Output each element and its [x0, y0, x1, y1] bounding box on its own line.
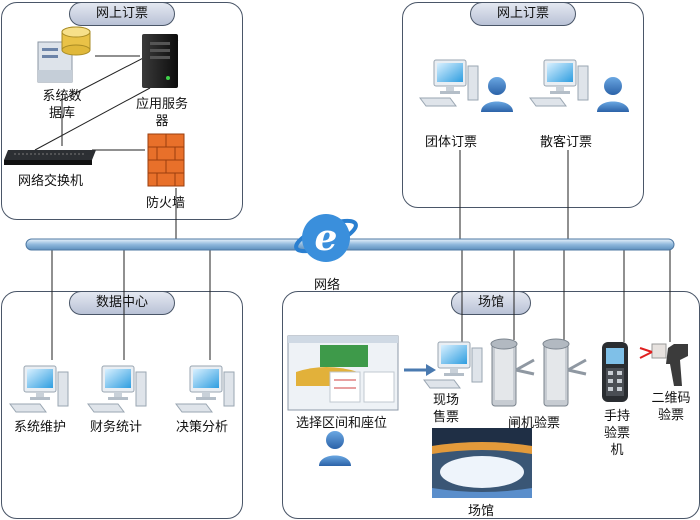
panel-title: 网上订票	[469, 2, 577, 26]
individual-booking-user-icon	[597, 77, 629, 112]
label-individual-booking: 散客订票	[540, 135, 593, 150]
qr-scanner-icon	[639, 343, 688, 386]
decision-computer-icon	[175, 365, 235, 413]
label-network: 网络	[314, 278, 341, 293]
sys-maintenance-computer-icon	[9, 365, 69, 413]
arrow-head-icon	[426, 364, 436, 376]
link-switch-server	[34, 87, 151, 151]
label-app-server: 应用服务 器	[135, 97, 188, 129]
individual-booking-computer-icon	[529, 59, 589, 107]
network-bus	[25, 238, 675, 251]
app-server-tower-icon	[142, 34, 178, 88]
label-gate-check: 闸机验票	[508, 416, 561, 431]
label-system-db: 系统数 据库	[42, 89, 82, 121]
onsite-sales-computer-icon	[423, 341, 483, 389]
turnstile-gate-icon	[489, 337, 536, 408]
label-handheld-check: 手持 验票 机	[603, 409, 630, 458]
seat-selection-user-icon	[319, 431, 351, 466]
svg-text:e: e	[315, 217, 338, 259]
panel-title: 网上订票	[68, 2, 176, 26]
network-globe-icon: e	[294, 214, 358, 262]
network-switch-icon	[4, 150, 96, 165]
label-qr-check: 二维码 验票	[651, 391, 691, 423]
turnstile-gate-icon	[541, 337, 588, 408]
firewall-icon	[147, 133, 185, 187]
label-venue-caption: 场馆	[468, 504, 495, 519]
handheld-scanner-icon	[602, 342, 628, 402]
label-firewall: 防火墙	[146, 196, 186, 211]
panel-title: 场馆	[450, 291, 532, 315]
arena-photo	[432, 428, 532, 498]
label-decision-analysis: 决策分析	[176, 420, 229, 435]
seat-selection-screenshot	[287, 335, 399, 411]
panel-online-booking-left: 网上订票	[1, 2, 243, 220]
label-select-seat: 选择区间和座位	[296, 416, 388, 431]
label-finance-stats: 财务统计	[90, 420, 143, 435]
label-switch: 网络交换机	[18, 174, 84, 189]
panel-title: 数据中心	[68, 291, 176, 315]
label-sys-maintenance: 系统维护	[14, 420, 67, 435]
database-server-icon	[37, 26, 91, 83]
label-group-booking: 团体订票	[425, 135, 478, 150]
finance-computer-icon	[87, 365, 147, 413]
group-booking-computer-icon	[419, 59, 479, 107]
label-onsite-sales: 现场 售票	[432, 393, 459, 425]
group-booking-user-icon	[481, 77, 513, 112]
